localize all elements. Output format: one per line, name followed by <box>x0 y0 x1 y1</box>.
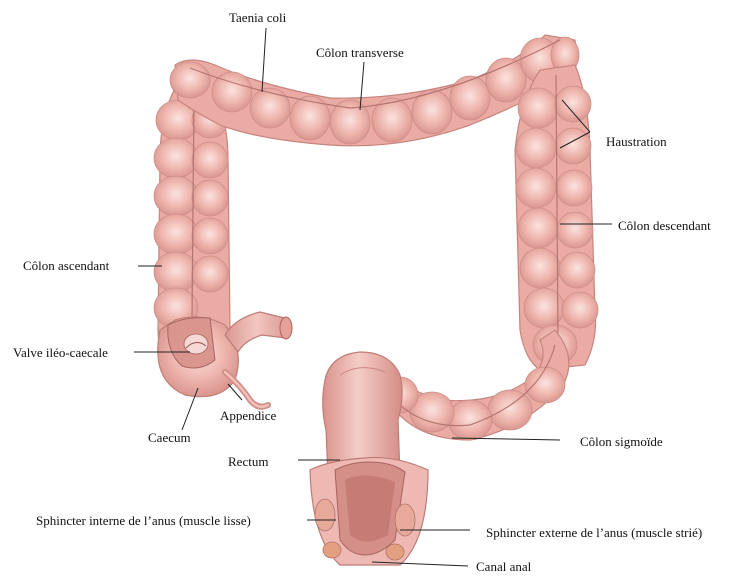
descending-colon <box>515 65 598 370</box>
label-colon-ascendant: Côlon ascendant <box>23 259 109 272</box>
label-valve-ileo-caecale: Valve iléo-caecale <box>13 346 108 359</box>
internal-sphincter <box>315 499 335 531</box>
ileum <box>225 312 292 352</box>
label-caecum: Caecum <box>148 431 191 444</box>
label-canal-anal: Canal anal <box>476 560 531 573</box>
label-sphincter-externe: Sphincter externe de l’anus (muscle stri… <box>486 526 702 539</box>
label-colon-transverse: Côlon transverse <box>316 46 404 59</box>
appendix <box>225 372 268 407</box>
label-rectum: Rectum <box>228 455 268 468</box>
rectum <box>323 352 402 475</box>
label-taenia-coli: Taenia coli <box>229 11 286 24</box>
label-colon-descendant: Côlon descendant <box>618 219 711 232</box>
caecum <box>158 317 239 397</box>
label-haustration: Haustration <box>606 135 667 148</box>
label-sphincter-interne: Sphincter interne de l’anus (muscle liss… <box>36 514 251 527</box>
label-colon-sigmoide: Côlon sigmoïde <box>580 435 663 448</box>
label-appendice: Appendice <box>220 409 276 422</box>
anal-canal <box>310 458 428 566</box>
